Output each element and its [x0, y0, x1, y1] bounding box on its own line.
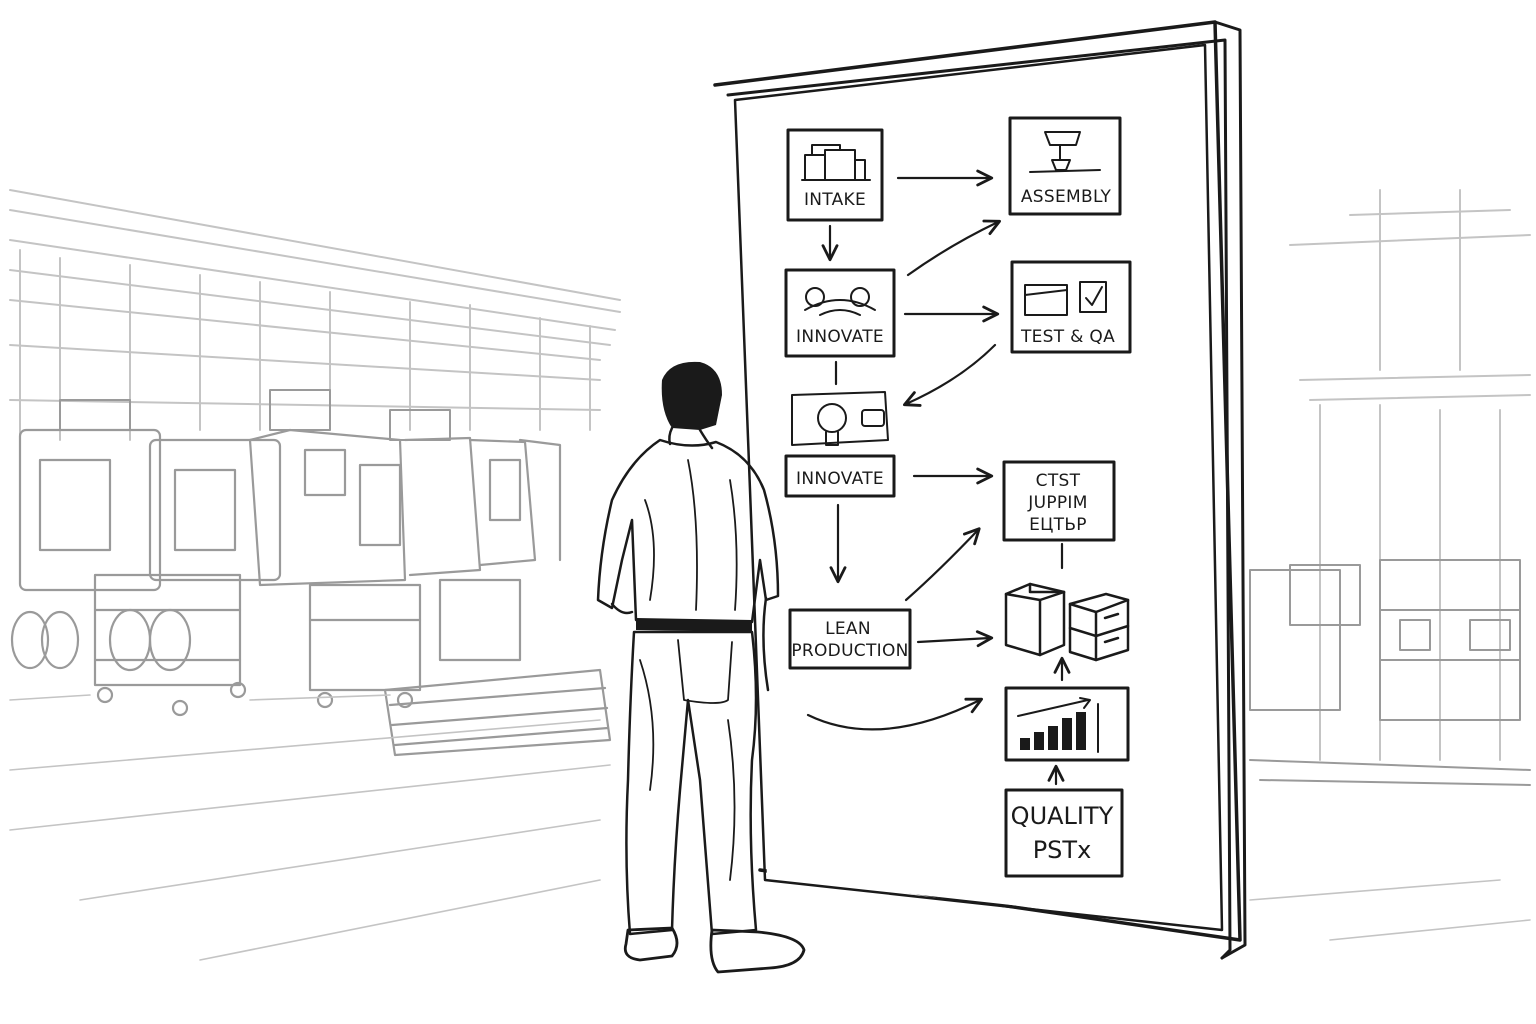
node-growth [1004, 686, 1130, 762]
node-assembly: ASSEMBLY [1008, 116, 1122, 216]
gears-icon [804, 287, 876, 316]
node-lean: LEAN PRODUCTION [788, 608, 912, 670]
node-innovate-1-label: INNOVATE [796, 327, 884, 347]
checklist-icon [1024, 281, 1107, 316]
person-belt [636, 618, 752, 632]
node-assembly-label: ASSEMBLY [1021, 187, 1112, 207]
node-lean-line1: LEAN [825, 619, 871, 639]
person-shoe-right [709, 928, 806, 974]
arrow-curve-growth [806, 697, 983, 731]
node-intake-label: INTAKE [804, 190, 866, 210]
node-quality: QUALITY PSTx [1004, 788, 1124, 878]
arrow-testqa-innovate2 [902, 343, 997, 407]
arrow-lean-storage [916, 630, 994, 648]
robot-arm-icon [1029, 131, 1101, 173]
person-shoe-left [623, 926, 679, 962]
node-ctst: CTST JUPPIM ЕЦТЬР [1002, 460, 1116, 542]
lightbulb-icon [817, 403, 885, 446]
node-ctst-line1: CTST [1036, 471, 1081, 491]
person-hair [661, 361, 722, 430]
node-innovate-2: INNOVATE [784, 391, 896, 498]
node-innovate-2-label: INNOVATE [796, 469, 884, 489]
bar-chart-icon [1017, 697, 1099, 753]
arrow-innovate-assembly [906, 219, 1001, 277]
node-ctst-line3: ЕЦТЬР [1029, 515, 1087, 535]
node-test-qa: TEST & QA [1010, 260, 1132, 354]
person-pants [625, 630, 758, 936]
node-ctst-line2: JUPPIM [1027, 493, 1087, 513]
node-test-qa-label: TEST & QA [1020, 327, 1115, 347]
node-quality-line1: QUALITY [1011, 802, 1114, 830]
node-lean-line2: PRODUCTION [791, 641, 908, 661]
arrow-lean-ctst [904, 527, 981, 602]
person-shirt [596, 438, 780, 627]
node-quality-line2: PSTx [1033, 836, 1092, 864]
machine-icon [801, 144, 871, 181]
node-innovate-1: INNOVATE [784, 268, 896, 358]
node-intake: INTAKE [786, 128, 884, 222]
cabinets-icon [1004, 582, 1130, 662]
